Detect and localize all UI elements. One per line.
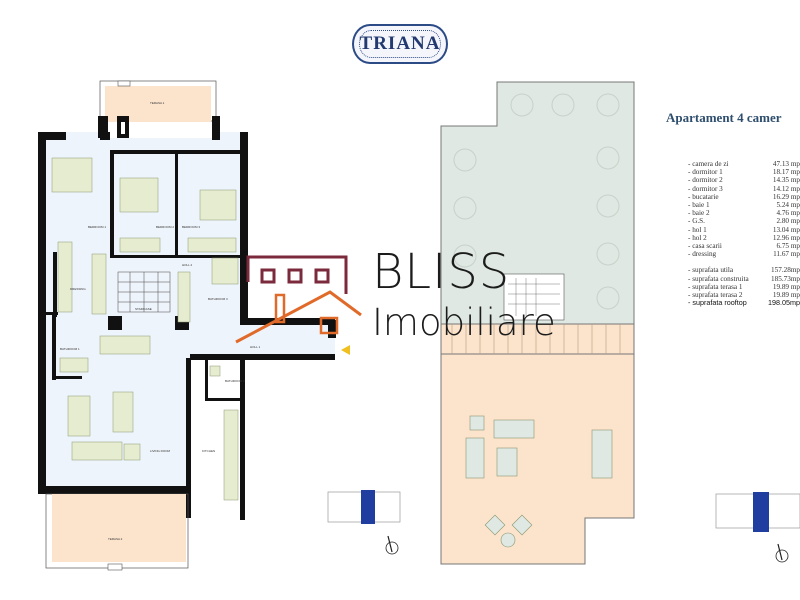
svg-text:BATHROOM 3: BATHROOM 3 [208, 297, 228, 301]
walls [38, 116, 336, 520]
spec-row: - G.S.2.80 mp [688, 217, 800, 226]
rooftop-plan [440, 81, 635, 565]
svg-text:BEDROOM 2: BEDROOM 2 [156, 225, 174, 229]
svg-text:HOLL 2: HOLL 2 [182, 263, 193, 267]
svg-text:BATHROOM 1: BATHROOM 1 [60, 347, 80, 351]
spec-divider [688, 258, 800, 266]
triana-logo-text: TRIANA [359, 33, 441, 54]
terrace-1: TERASA 1 [99, 80, 217, 138]
key-plan-left [327, 490, 401, 555]
svg-text:HOLL 1: HOLL 1 [250, 345, 261, 349]
svg-text:KITCHEN: KITCHEN [202, 449, 215, 453]
triana-logo: TRIANA [352, 24, 448, 64]
key-plan-right [715, 492, 800, 563]
entry-marker-icon [341, 345, 350, 355]
svg-text:BATHROOM 2: BATHROOM 2 [225, 379, 245, 383]
apartment-title: Apartament 4 camer [666, 110, 782, 125]
svg-text:LIVING ROOM: LIVING ROOM [150, 449, 171, 453]
triana-logo-frame: TRIANA [359, 30, 441, 58]
svg-text:BEDROOM 1: BEDROOM 1 [88, 225, 106, 229]
svg-text:DRESSING: DRESSING [70, 287, 86, 291]
watermark-imobiliare: Imobiliare [372, 301, 556, 344]
furniture [51, 157, 239, 501]
svg-text:TERASA 2: TERASA 2 [108, 537, 123, 541]
terrace-2: TERASA 2 [45, 493, 189, 571]
svg-text:STAIRCASE: STAIRCASE [135, 307, 152, 311]
svg-text:BEDROOM 3: BEDROOM 3 [182, 225, 200, 229]
room-labels: BEDROOM 1 BEDROOM 2 BEDROOM 3 DRESSING H… [60, 225, 261, 453]
watermark-bliss: BLISS [372, 244, 511, 300]
staircase: STAIRCASE [117, 271, 171, 313]
planters [453, 93, 620, 310]
bliss-logo-house [235, 255, 362, 344]
svg-text:TERASA 1: TERASA 1 [150, 101, 165, 105]
